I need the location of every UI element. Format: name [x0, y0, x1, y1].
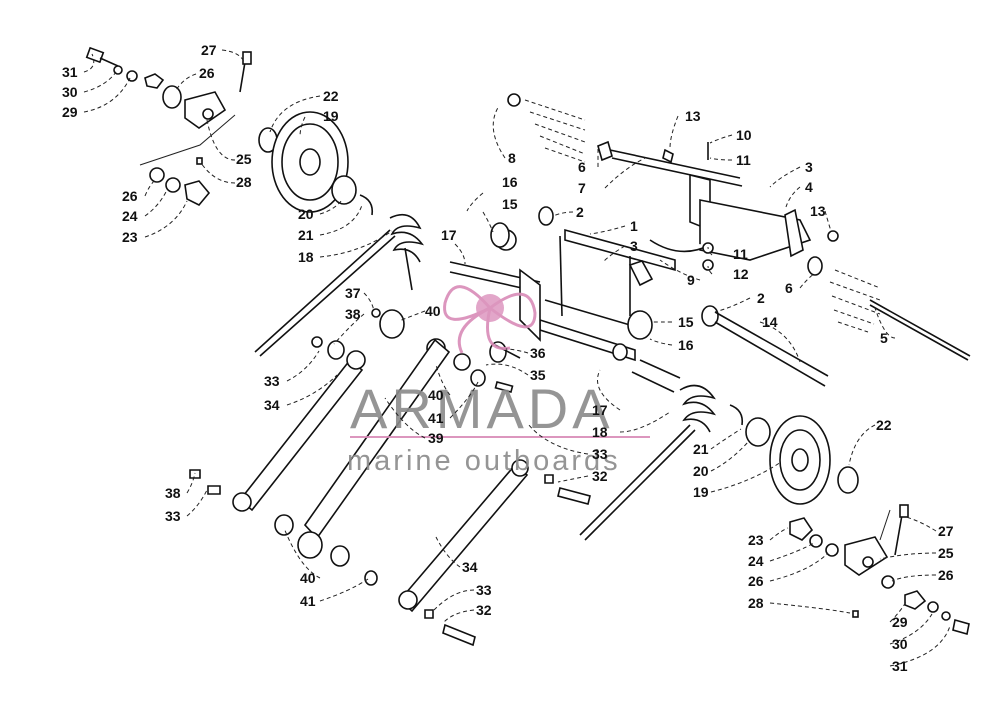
- callout-label: 21: [693, 441, 709, 457]
- parts-layer: [85, 46, 971, 647]
- callout-label: 15: [502, 196, 518, 212]
- callout-label: 37: [345, 285, 361, 301]
- callout-label: 14: [762, 314, 778, 330]
- callout-label: 13: [685, 108, 701, 124]
- callout-label: 20: [693, 463, 709, 479]
- callout-label: 31: [62, 64, 78, 80]
- callout-label: 22: [323, 88, 339, 104]
- callout-label: 6: [578, 159, 586, 175]
- right-mount-bracket: [649, 142, 971, 361]
- callout-label: 39: [428, 430, 444, 446]
- callout-label: 28: [748, 595, 764, 611]
- callout-label: 34: [462, 559, 478, 575]
- callout-label: 10: [736, 127, 752, 143]
- callout-label: 17: [592, 402, 608, 418]
- callout-label: 26: [122, 188, 138, 204]
- callout-label: 35: [530, 367, 546, 383]
- bottom-right-clevis-assembly: [789, 504, 970, 636]
- watermark-title: ARMADA: [350, 377, 614, 440]
- callout-label: 5: [880, 330, 888, 346]
- callout-label: 3: [805, 159, 813, 175]
- watermark: ARMADA marine outboards: [347, 285, 650, 477]
- callout-label: 40: [428, 387, 444, 403]
- callout-label: 38: [165, 485, 181, 501]
- callout-label: 29: [892, 614, 908, 630]
- callout-label: 26: [938, 567, 954, 583]
- callout-label: 24: [122, 208, 138, 224]
- callout-label: 21: [298, 227, 314, 243]
- callout-label: 18: [592, 424, 608, 440]
- callout-label: 25: [938, 545, 954, 561]
- callout-label: 41: [300, 593, 316, 609]
- watermark-subtitle: marine outboards: [347, 445, 621, 477]
- callout-label: 24: [748, 553, 764, 569]
- callout-label: 12: [733, 266, 749, 282]
- callout-label: 9: [687, 272, 695, 288]
- callout-label: 34: [264, 397, 280, 413]
- callout-label: 23: [122, 229, 138, 245]
- callout-label: 7: [578, 180, 586, 196]
- callout-label: 6: [785, 280, 793, 296]
- callout-label: 27: [938, 523, 954, 539]
- callout-label: 25: [236, 151, 252, 167]
- callout-label: 3: [630, 238, 638, 254]
- callout-label: 28: [236, 174, 252, 190]
- callout-label: 20: [298, 206, 314, 222]
- callout-label: 22: [876, 417, 892, 433]
- rear-link-arms: [189, 338, 591, 647]
- callout-label: 33: [476, 582, 492, 598]
- ground-reference-marks: [524, 99, 881, 333]
- callout-label: 29: [62, 104, 78, 120]
- callout-label: 40: [300, 570, 316, 586]
- callout-label: 15: [678, 314, 694, 330]
- lower-right-idler-wheel: [769, 415, 859, 505]
- callout-label: 16: [678, 337, 694, 353]
- callout-label: 2: [576, 204, 584, 220]
- upper-left-idler-wheel: [258, 111, 374, 216]
- callout-label: 18: [298, 249, 314, 265]
- leader-lines: [83, 49, 951, 667]
- callout-label: 13: [810, 203, 826, 219]
- watermark-logo-icon: [350, 285, 650, 438]
- callout-label: 23: [748, 532, 764, 548]
- callout-label: 1: [630, 218, 638, 234]
- callout-label: 19: [693, 484, 709, 500]
- callout-label: 4: [805, 179, 813, 195]
- callout-label: 32: [476, 602, 492, 618]
- callout-label: 27: [201, 42, 217, 58]
- callout-label: 33: [165, 508, 181, 524]
- callout-label: 26: [199, 65, 215, 81]
- callout-label: 26: [748, 573, 764, 589]
- callout-label: 33: [592, 446, 608, 462]
- callout-label: 32: [592, 468, 608, 484]
- callout-label: 11: [733, 246, 748, 262]
- callout-label: 2: [757, 290, 765, 306]
- upper-cross-rods: [507, 93, 829, 387]
- callout-label: 31: [892, 658, 908, 674]
- callout-label: 36: [530, 345, 546, 361]
- callout-label: 40: [425, 303, 441, 319]
- callout-label: 41: [428, 410, 444, 426]
- callout-label: 38: [345, 306, 361, 322]
- right-torsion-spring: [579, 359, 771, 541]
- top-left-clevis-assembly: [85, 46, 252, 206]
- callout-label: 30: [892, 636, 908, 652]
- callout-label: 16: [502, 174, 518, 190]
- callout-label: 8: [508, 150, 516, 166]
- callout-label: 30: [62, 84, 78, 100]
- callout-label: 33: [264, 373, 280, 389]
- left-torsion-spring: [254, 213, 425, 357]
- callout-label: 19: [323, 108, 339, 124]
- callout-label: 11: [736, 152, 751, 168]
- callout-labels: 31 30 29 27 26 22 19 25 28 26 24 23 20 2…: [62, 42, 954, 674]
- callout-label: 17: [441, 227, 457, 243]
